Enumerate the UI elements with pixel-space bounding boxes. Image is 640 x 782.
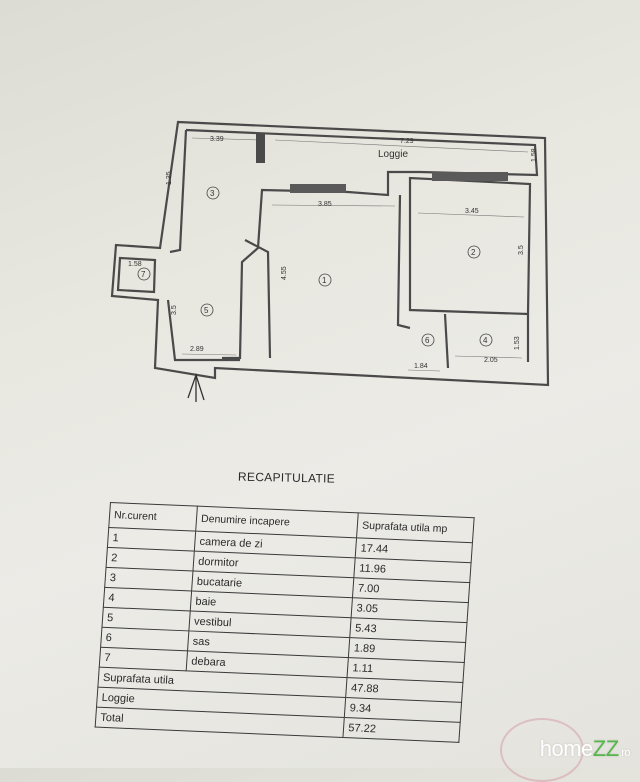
dimension-label: 1.53 — [514, 336, 521, 350]
watermark-zz: ZZ — [592, 736, 619, 761]
outer-wall — [110, 120, 550, 387]
living-wall — [396, 194, 411, 330]
bath-wall — [443, 313, 530, 369]
recap-table: Nr.curent Denumire incapere Suprafata ut… — [95, 502, 475, 743]
dimension-label: 3.45 — [465, 208, 479, 215]
summary-value: 57.22 — [343, 717, 461, 743]
loggia-inner-wall — [185, 128, 539, 360]
homezz-watermark: homeZZ.ro — [539, 736, 631, 762]
dimension-label: 7.29 — [400, 138, 414, 145]
kitchen-wall — [169, 129, 188, 254]
room-number: 2 — [471, 248, 476, 257]
wall-block — [290, 184, 346, 193]
dimension-label: 3.85 — [318, 201, 332, 208]
room-number: 3 — [210, 189, 215, 198]
room-number: 4 — [483, 336, 488, 345]
watermark-ro: .ro — [618, 747, 631, 759]
north-arrow-icon — [187, 372, 205, 402]
bedroom-wall — [408, 176, 532, 316]
dimension-label: 2.05 — [484, 357, 498, 364]
room-number: 1 — [322, 276, 327, 285]
floor-plan: Loggie 3.39 7.29 1.35 3.85 3.45 4.55 3.5… — [110, 120, 550, 402]
header-nr: Nr.curent — [108, 502, 198, 532]
loggie-label: Loggie — [378, 149, 408, 160]
dimension-label: 1.84 — [414, 363, 428, 370]
dimension-label: 1.58 — [531, 148, 538, 162]
room-number: 6 — [425, 336, 430, 345]
closet-wall — [116, 256, 157, 294]
dimension-label: 4.55 — [281, 266, 288, 280]
dimension-label: 1.35 — [166, 171, 173, 185]
wall-block — [432, 172, 508, 181]
dimension-label: 3.5 — [518, 245, 525, 255]
dimension-label: 2.89 — [190, 346, 204, 353]
recap-table-wrap: Nr.curent Denumire incapere Suprafata ut… — [92, 502, 475, 779]
dimension-label: 3.5 — [171, 305, 178, 315]
dimension-label: 3.39 — [210, 136, 224, 143]
room-number: 7 — [141, 270, 146, 279]
hall-wall — [244, 239, 272, 359]
watermark-home: home — [539, 736, 594, 761]
vestibule-wall — [166, 299, 240, 362]
room-number: 5 — [204, 306, 209, 315]
recap-title: RECAPITULATIE — [237, 469, 336, 486]
wall-block — [256, 133, 265, 163]
dimension-label: 1.58 — [128, 261, 142, 268]
floor-plan-drawing: Loggie 3.39 7.29 1.35 3.85 3.45 4.55 3.5… — [110, 120, 550, 402]
